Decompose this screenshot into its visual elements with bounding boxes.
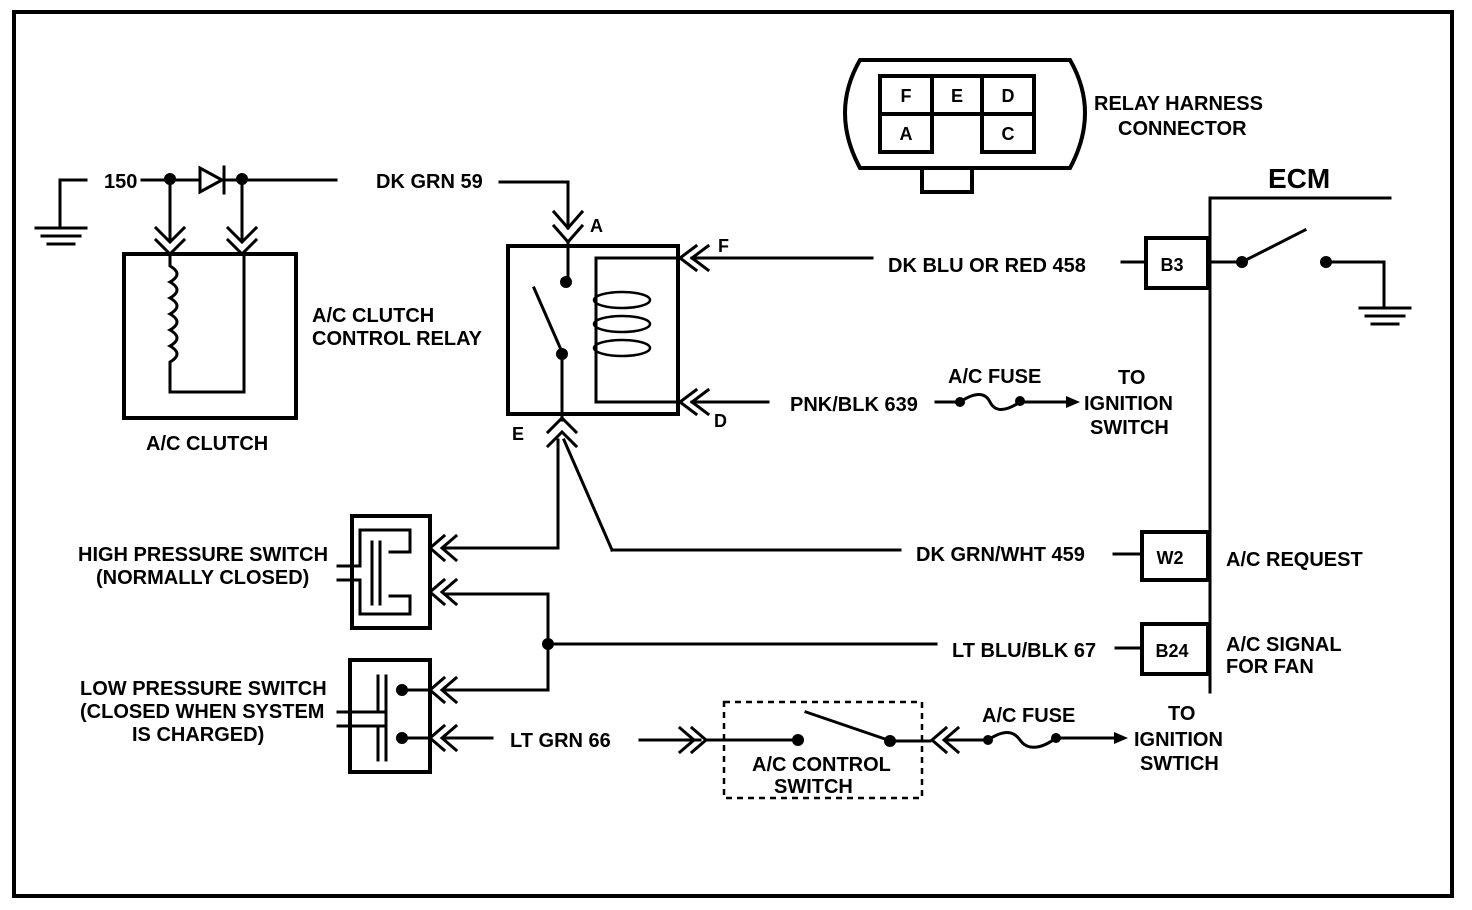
harness-pin-c: C [1002,124,1015,144]
ac-fuse-top-icon [955,393,1025,411]
ecm-ground-icon [1358,306,1412,326]
ac-signal-label-line2: FOR FAN [1226,656,1314,678]
wire-lt-grn-66-label: LT GRN 66 [510,730,611,752]
harness-title-line1: RELAY HARNESS [1094,93,1263,115]
ac-request-label: A/C REQUEST [1226,549,1363,571]
harness-title-line2: CONNECTOR [1118,118,1247,140]
ecm-label: ECM [1268,163,1330,194]
lp-connector-bottom-icon [427,723,447,753]
high-pressure-label-line1: HIGH PRESSURE SWITCH [78,544,328,566]
ac-clutch-label: A/C CLUTCH [146,433,268,455]
to-ignition-bottom-line2: IGNITION [1134,729,1223,751]
hp-connector-bottom-icon [427,577,447,607]
connector-f-arrow-icon [677,243,699,273]
ecm-pin-w2: W2 [1157,548,1184,568]
low-pressure-switch [336,658,432,774]
diode-icon [198,165,226,195]
high-pressure-switch [336,514,432,630]
ground-icon [34,178,88,246]
arrow-right-bottom-icon [1114,732,1128,744]
to-ignition-top-line2: IGNITION [1084,393,1173,415]
wire-pnk-blk-639-label: PNK/BLK 639 [790,394,918,416]
ac-fuse-bottom-icon [983,731,1061,749]
relay-pin-d-label: D [714,411,727,431]
connector-a-arrow-icon [551,209,585,231]
harness-pin-a: A [900,124,913,144]
relay-harness-connector: F E D A C [843,58,1087,194]
connector-d-arrow-icon [677,387,699,417]
control-switch-label-line2: SWITCH [774,776,853,798]
to-ignition-bottom-line3: SWTICH [1140,753,1219,775]
connector-e-arrow-icon [545,415,579,435]
ac-clutch [122,178,298,420]
relay-label-line1: A/C CLUTCH [312,305,434,327]
relay-label-line2: CONTROL RELAY [312,328,483,350]
ac-control-switch [704,700,932,800]
ac-fuse-top-label: A/C FUSE [948,366,1041,388]
ecm-pin-b24: B24 [1155,641,1188,661]
ctrl-connector-left-icon [677,725,697,755]
high-pressure-label-line2: (NORMALLY CLOSED) [96,567,309,589]
wire-dk-grn-wht-459-label: DK GRN/WHT 459 [916,544,1085,566]
ecm-pin-b3: B3 [1160,255,1183,275]
arrow-right-icon [1066,396,1080,408]
diagram-border [12,10,1454,898]
low-pressure-label-line3: IS CHARGED) [132,724,264,746]
to-ignition-top-line3: SWITCH [1090,417,1169,439]
hp-connector-top-icon [427,533,447,563]
relay-pin-e-label: E [512,424,524,444]
harness-pin-d: D [1002,86,1015,106]
to-ignition-top-line1: TO [1118,367,1145,389]
relay-pin-f-label: F [718,236,729,256]
low-pressure-label-line1: LOW PRESSURE SWITCH [80,678,327,700]
ctrl-connector-right-icon [929,725,949,755]
harness-pin-f: F [901,86,912,106]
relay-coil-icon [592,290,652,358]
wire-dk-grn-59-label: DK GRN 59 [376,171,483,193]
harness-pin-e: E [951,86,963,106]
control-switch-label-line1: A/C CONTROL [752,754,891,776]
ac-fuse-bottom-label: A/C FUSE [982,705,1075,727]
wire-dk-blu-red-458-label: DK BLU OR RED 458 [888,255,1086,277]
wire-150-label: 150 [104,171,137,193]
ac-clutch-control-relay [506,240,682,422]
ac-signal-label-line1: A/C SIGNAL [1226,634,1342,656]
clutch-coil-icon [166,254,246,394]
low-pressure-label-line2: (CLOSED WHEN SYSTEM [80,701,324,723]
wire-lt-blu-blk-67-label: LT BLU/BLK 67 [952,640,1096,662]
lp-connector-top-icon [427,675,447,705]
relay-pin-a-label: A [590,216,603,236]
to-ignition-bottom-line1: TO [1168,703,1195,725]
ecm-block: ECM B3 W2 B24 [1140,163,1412,694]
